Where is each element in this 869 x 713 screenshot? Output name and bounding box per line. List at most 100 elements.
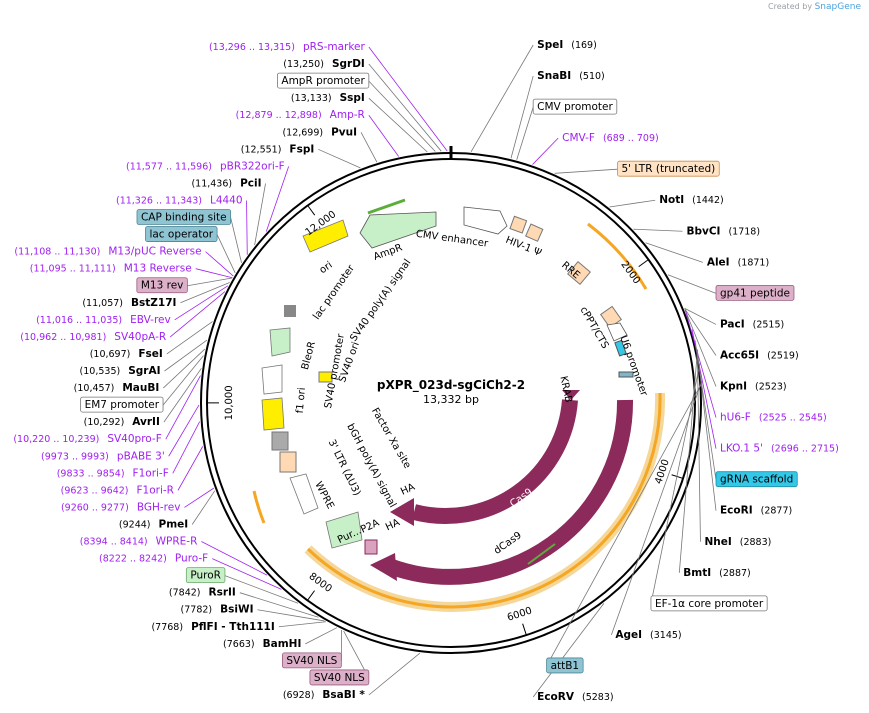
label-name: LKO.1 5': [720, 443, 763, 455]
leader-line: [684, 307, 717, 325]
label-name: gRNA scaffold: [720, 474, 793, 486]
label-em7-promoter: EM7 promoter: [80, 396, 164, 413]
label-name: BamHI: [263, 638, 302, 650]
tick-label: 8000: [307, 571, 334, 595]
label-sv40-nls: SV40 NLS: [309, 669, 370, 686]
label-lac-operator: lac operator: [145, 226, 218, 242]
label-box: [617, 160, 720, 177]
label-pflfi-tth111i: PflFI - Tth111I(7768): [151, 621, 274, 633]
label-box: [546, 657, 584, 674]
label-name: AvrII: [132, 416, 160, 428]
label-m13-puc-reverse: M13/pUC Reverse(11,108 .. 11,130): [14, 246, 201, 258]
leader-line: [172, 421, 201, 474]
label-name: PuroR: [190, 570, 221, 582]
leader-line: [205, 251, 234, 277]
leader-line: [516, 106, 534, 160]
label-position: (2696 .. 2715): [771, 444, 839, 455]
leader-line: [187, 277, 233, 287]
leader-line: [169, 291, 226, 338]
label-f1-ori: f1 ori: [295, 387, 308, 414]
label-ebv-rev: EBV-rev(11,016 .. 11,035): [36, 314, 171, 326]
label-bgh-rev: BGH-rev(9260 .. 9277): [61, 501, 180, 513]
label-name: SV40pA-R: [114, 331, 166, 343]
label-position: (11,095 .. 11,111): [30, 264, 116, 275]
label-name: CAP binding site: [141, 212, 227, 224]
label-cmv-f: CMV-F(689 .. 709): [562, 132, 659, 144]
label-position: (2877): [761, 506, 793, 517]
label-position: (7782): [181, 605, 213, 616]
label-cap-binding-site: CAP binding site: [136, 209, 232, 225]
leader-line: [678, 350, 698, 573]
label-name: EcoRI: [720, 505, 753, 517]
leader-line: [216, 234, 236, 274]
label-position: (2525 .. 2545): [759, 413, 827, 424]
label-name: EBV-rev: [130, 314, 171, 326]
label-name: BsaBI *: [322, 689, 365, 701]
tick-label: 6000: [506, 605, 534, 623]
label-fsei: FseI(10,697): [90, 348, 163, 360]
label-position: (12,879 .. 12,898): [236, 110, 322, 121]
tick-mark: [671, 474, 684, 479]
label-name: CMV-F: [562, 132, 595, 144]
leader-line: [684, 308, 717, 356]
label-position: (9244): [119, 519, 151, 530]
label-name: BmtI: [683, 567, 711, 579]
label-position: (2887): [719, 568, 751, 579]
leader-line: [230, 217, 242, 263]
leader-line: [609, 199, 656, 208]
label-position: (5283): [582, 692, 614, 703]
leader-line: [510, 75, 534, 159]
label-lac-promoter: lac promoter: [311, 262, 357, 321]
label-cmv-promoter: CMV promoter: [532, 98, 618, 115]
leader-line: [691, 329, 717, 449]
label-name: SV40 NLS: [286, 655, 337, 667]
label-position: (11,436): [191, 178, 232, 189]
leader-line: [239, 592, 319, 618]
label-name: PmeI: [159, 518, 189, 530]
label-name: FspI: [289, 143, 314, 155]
leader-line: [360, 132, 378, 163]
leader-line: [318, 148, 361, 169]
label-krab: KRAB: [557, 375, 573, 404]
label-noti: NotI(1442): [659, 194, 724, 206]
label-name: EF-1α core promoter: [655, 598, 764, 610]
tick-mark: [522, 623, 527, 636]
label-ecori: EcoRI (2877): [720, 505, 792, 517]
label-position: (12,699): [282, 127, 323, 138]
label-box: [145, 226, 218, 242]
tick-label: 10,000: [224, 385, 235, 420]
label-name: KpnI: [720, 381, 747, 393]
label-name: EcoRV: [537, 691, 575, 703]
leader-lines: [162, 44, 717, 698]
label-name: SpeI: [537, 39, 563, 51]
label-puror: PuroR: [185, 567, 226, 584]
label-name: SgrDI: [332, 58, 365, 70]
label-wpre-r: WPRE-R(8394 .. 8414): [80, 536, 198, 548]
label-position: (3145): [650, 630, 682, 641]
label-box: [80, 396, 164, 413]
label-prs-marker: pRS-marker(13,296 .. 13,315): [209, 41, 366, 53]
label-ecorv: EcoRV (5283): [537, 691, 613, 703]
label-position: (1718): [728, 226, 760, 237]
leader-line: [184, 487, 215, 508]
leader-line: [368, 97, 428, 153]
label-name: lac operator: [149, 229, 213, 241]
label-amp-r: Amp-R(12,879 .. 12,898): [236, 109, 365, 121]
label-position: (10,457): [74, 383, 115, 394]
label-name: PflFI - Tth111I: [191, 621, 275, 633]
label-sv40-polya: SV40 poly(A) signal: [348, 257, 413, 343]
outer-features: [252, 222, 666, 612]
leader-line: [368, 80, 436, 152]
tick-mark: [307, 590, 315, 601]
label-name: Puro-F: [175, 553, 208, 565]
leader-line: [470, 44, 534, 152]
label-m13-rev: M13 rev: [136, 277, 188, 294]
label-bamhi: BamHI(7663): [223, 638, 301, 650]
label-name: L4440: [210, 194, 243, 206]
leader-line: [368, 46, 448, 152]
label-bstz17i: BstZ17I(11,057): [82, 297, 176, 309]
label-position: (8222 .. 8242): [99, 554, 167, 565]
label-avrii: AvrII(10,292): [84, 416, 160, 428]
label-gp41-peptide: gp41 peptide: [715, 284, 795, 301]
